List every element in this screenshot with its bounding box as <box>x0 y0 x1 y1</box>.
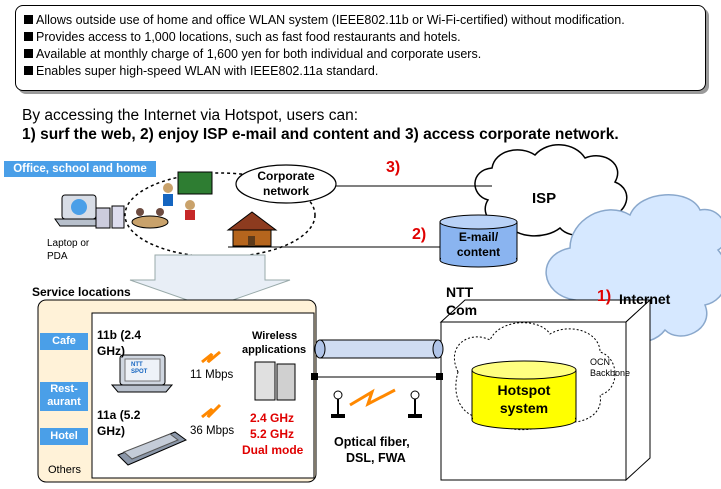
house-icon <box>226 211 278 247</box>
meeting-icon <box>131 208 169 229</box>
freq-label-2: 5.2 GHz <box>250 427 295 441</box>
wireless-signal-11b <box>201 350 221 364</box>
fwa-antennas <box>331 388 422 418</box>
access-label-2: DSL, FWA <box>346 451 406 465</box>
email-label-1: E-mail/ <box>458 230 499 244</box>
service-locations-title: Service locations <box>32 285 131 299</box>
hotspot-database <box>471 360 577 430</box>
intro-text: By accessing the Internet via Hotspot, u… <box>22 107 359 124</box>
tab-cafe: Cafe <box>40 333 88 350</box>
corporate-network-label-2: network <box>262 184 309 198</box>
feature-bullet: Enables super high-speed WLAN with IEEE8… <box>24 63 705 80</box>
isp-label: ISP <box>532 190 557 207</box>
ocn-label-2: Backbone <box>590 368 631 378</box>
marker-1: 1) <box>597 288 612 305</box>
office-dotted-ellipse <box>124 172 316 258</box>
isp-cloud <box>474 144 628 237</box>
std-11b-label-2: GHz) <box>97 344 125 358</box>
freq-label-1: 2.4 GHz <box>250 411 295 425</box>
marker-3: 3) <box>386 159 401 176</box>
office-school-home-label: Office, school and home <box>4 161 156 177</box>
email-database <box>439 214 518 268</box>
others-label: Others <box>48 464 82 476</box>
laptop-icon <box>110 354 174 393</box>
std-11a-label-1: 11a (5.2 <box>97 408 141 422</box>
access-label-1: Optical fiber, <box>334 435 410 449</box>
hotspot-label-1: Hotspot <box>497 382 551 398</box>
benefits-text: 1) surf the web, 2) enjoy ISP e-mail and… <box>22 126 619 143</box>
feature-bullet: Provides access to 1,000 locations, such… <box>24 29 705 46</box>
tab-restaurant: Rest- aurant <box>40 382 88 411</box>
speed-11b: 11 Mbps <box>190 369 234 381</box>
feature-bullet-box: Allows outside use of home and office WL… <box>15 5 706 91</box>
freq-label-3: Dual mode <box>242 443 304 457</box>
email-label-2: content <box>456 245 501 259</box>
wireless-label-1: Wireless <box>252 330 298 342</box>
laptop-sticker-2: SPOT <box>131 369 148 375</box>
down-arrow <box>129 254 291 309</box>
pda-icon <box>95 205 125 229</box>
hotspot-label-2: system <box>499 400 549 416</box>
classroom-icon <box>163 171 213 220</box>
corporate-network-label-1: Corporate <box>257 169 315 183</box>
laptop-sticker-1: NTT <box>131 362 143 368</box>
tab-hotel: Hotel <box>40 428 88 445</box>
ocn-label-1: OCN <box>590 357 610 367</box>
std-11b-label-1: 11b (2.4 <box>97 328 142 342</box>
access-point-icon <box>254 361 296 401</box>
ntt-label: NTT <box>446 284 474 300</box>
marker-2: 2) <box>412 226 427 243</box>
office-laptop-icon <box>54 194 103 227</box>
speed-11a: 36 Mbps <box>190 425 235 437</box>
wlan-card-icon <box>117 431 188 466</box>
std-11a-label-2: GHz) <box>97 424 125 438</box>
com-label: Com <box>446 302 478 318</box>
wireless-label-2: applications <box>242 344 307 356</box>
device-label-1: Laptop or <box>47 238 90 249</box>
internet-label: Internet <box>619 291 671 307</box>
fiber-pipe <box>314 339 444 359</box>
device-label-2: PDA <box>47 251 68 262</box>
feature-bullet: Available at monthly charge of 1,600 yen… <box>24 46 705 63</box>
corporate-network-ellipse <box>235 164 337 204</box>
feature-bullet: Allows outside use of home and office WL… <box>24 12 705 29</box>
wireless-signal-11a <box>201 403 222 419</box>
